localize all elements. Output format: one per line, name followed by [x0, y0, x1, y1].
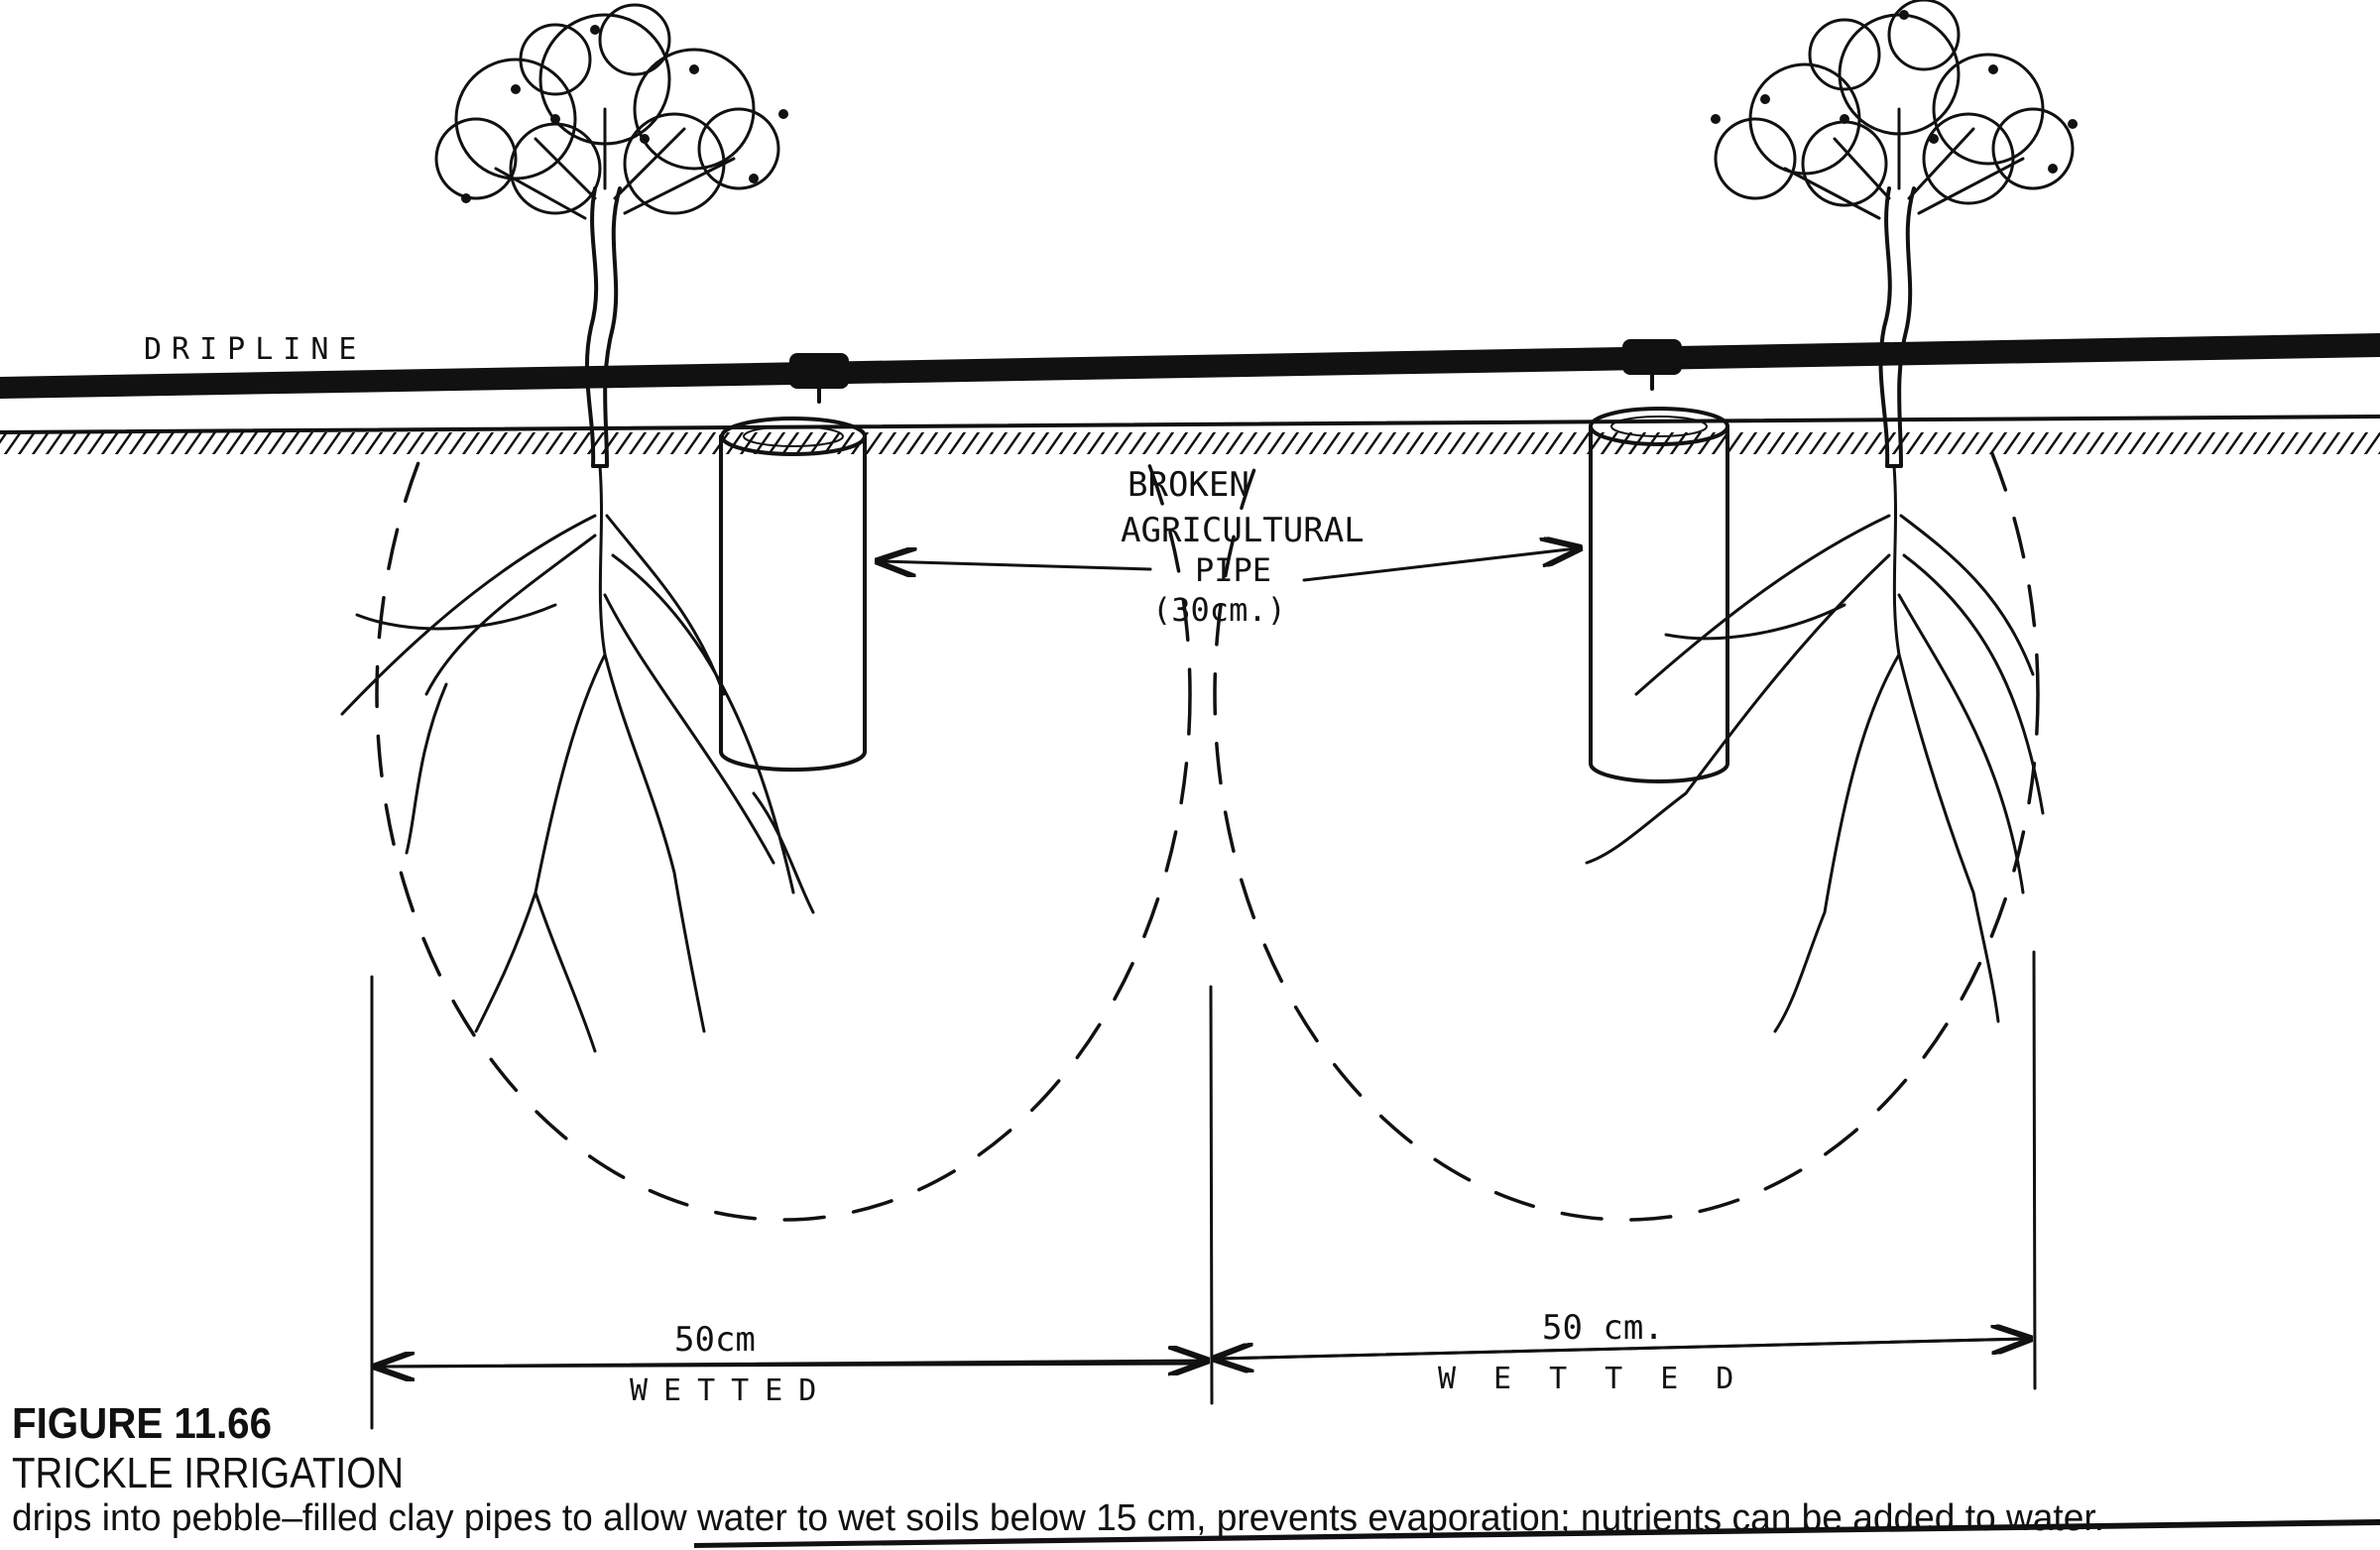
dripline: DRIPLINE	[0, 332, 2380, 404]
pipe-label-line1: BROKEN	[1128, 465, 1250, 505]
pipe-label-line4: (30cm.)	[1152, 591, 1286, 629]
right-width-label: 50 cm.	[1542, 1308, 1664, 1348]
clay-pipe-left	[719, 417, 867, 773]
wetted-zone-left	[375, 452, 1192, 1222]
pipe-label-line2: AGRICULTURAL	[1121, 511, 1365, 550]
dripline-label: DRIPLINE	[144, 332, 367, 367]
left-width-label: 50cm	[674, 1320, 756, 1360]
figure-caption: FIGURE 11.66 TRICKLE IRRIGATION drips in…	[12, 1399, 2380, 1548]
pipe-callout: BROKEN AGRICULTURAL PIPE (30cm.)	[881, 465, 1577, 629]
tree-right	[1585, 0, 2078, 1033]
dimension-lines: 50cm WETTED 50 cm. WETTED	[370, 950, 2037, 1430]
left-wetted-label: WETTED	[630, 1373, 832, 1408]
tree-left	[340, 3, 815, 1053]
emitter-right	[1622, 339, 1682, 391]
ground-surface	[0, 415, 2380, 454]
wetted-zone-right	[1213, 452, 2040, 1222]
figure-number: FIGURE 11.66	[12, 1399, 272, 1448]
clay-pipe-right	[1589, 407, 1729, 783]
caption-rule	[694, 1519, 2380, 1548]
pipe-label-line3: PIPE	[1195, 551, 1271, 589]
emitter-left	[789, 353, 849, 404]
figure-title: TRICKLE IRRIGATION	[12, 1449, 404, 1497]
right-wetted-label: WETTED	[1438, 1362, 1771, 1396]
